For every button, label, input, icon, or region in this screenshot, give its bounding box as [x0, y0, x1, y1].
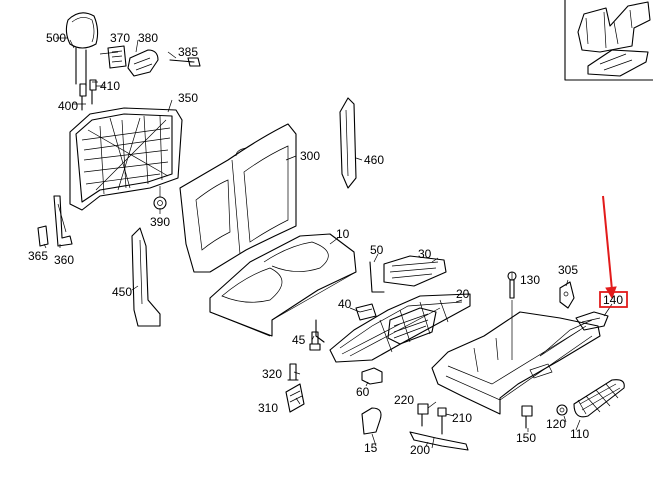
part-110-grille	[573, 379, 625, 418]
label-130: 130	[520, 273, 540, 287]
label-370: 370	[110, 31, 130, 45]
overview-inset	[564, 0, 653, 81]
label-210: 210	[452, 411, 472, 425]
label-385: 385	[178, 45, 198, 59]
label-380: 380	[138, 31, 158, 45]
part-360-365-brackets	[37, 195, 73, 247]
label-360: 360	[54, 253, 74, 267]
part-385-bolt	[169, 57, 201, 67]
part-450-trim-panel	[131, 227, 161, 327]
part-50-rod	[369, 261, 385, 293]
part-140-latch	[575, 311, 609, 331]
label-50: 50	[370, 243, 384, 257]
label-390: 390	[150, 215, 170, 229]
part-380-latch	[127, 49, 159, 77]
label-410: 410	[100, 79, 120, 93]
label-30: 30	[418, 247, 432, 261]
label-365: 365	[28, 249, 48, 263]
label-150: 150	[516, 431, 536, 445]
part-labels: 500 370 380 385 410 400 350 300 460 390 …	[28, 31, 623, 457]
label-300: 300	[300, 149, 320, 163]
part-120-plug	[556, 404, 568, 416]
label-320: 320	[262, 367, 282, 381]
label-10: 10	[336, 227, 350, 241]
part-40-clip	[315, 303, 377, 343]
part-400-410-guides	[72, 79, 104, 111]
part-150-bolt	[521, 405, 533, 429]
label-120: 120	[546, 417, 566, 431]
label-310: 310	[258, 401, 278, 415]
part-500-headrest	[56, 12, 99, 87]
part-storage-tray	[431, 311, 601, 415]
label-220: 220	[394, 393, 414, 407]
part-15-clip	[361, 407, 382, 435]
label-20: 20	[456, 287, 470, 301]
highlight-box-140	[599, 291, 628, 308]
label-45: 45	[292, 333, 306, 347]
part-320-bolt	[287, 363, 299, 381]
label-400: 400	[58, 99, 78, 113]
label-305: 305	[558, 263, 578, 277]
highlight-arrow	[602, 195, 617, 300]
part-460-trim-strip	[339, 97, 357, 189]
part-10-seat-cushion	[209, 233, 357, 337]
part-200-bracket	[409, 431, 469, 451]
label-460: 460	[364, 153, 384, 167]
label-110: 110	[570, 427, 589, 441]
part-45-bolt	[309, 331, 321, 351]
label-200: 200	[410, 443, 430, 457]
part-220-bolt	[417, 403, 429, 427]
part-30-heater-mat	[383, 255, 447, 287]
label-60: 60	[356, 385, 370, 399]
label-350: 350	[178, 91, 198, 105]
part-210-bolt	[437, 407, 447, 435]
label-450: 450	[112, 285, 132, 299]
part-350-backrest-frame	[69, 107, 183, 211]
leader-lines	[43, 39, 613, 447]
label-140: 140	[603, 293, 623, 307]
part-370-pad	[107, 45, 127, 69]
label-40: 40	[338, 297, 352, 311]
part-300-backrest-cushion	[179, 123, 297, 273]
part-390-knob	[153, 186, 167, 210]
part-310-latch	[285, 383, 305, 413]
label-15: 15	[364, 441, 378, 455]
part-60-bracket	[361, 367, 383, 385]
label-500: 500	[46, 31, 66, 45]
part-20-seat-frame	[329, 293, 471, 363]
part-305-hook	[559, 281, 575, 309]
